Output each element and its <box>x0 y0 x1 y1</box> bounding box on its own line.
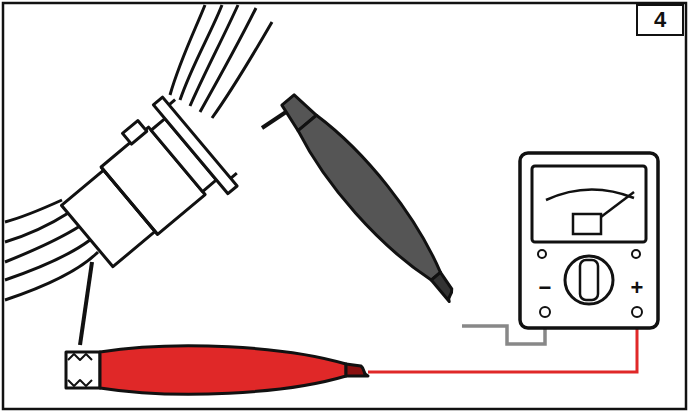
multimeter <box>520 153 658 328</box>
red-clip <box>66 346 368 394</box>
callout-number: 4 <box>654 9 666 31</box>
frame <box>3 3 686 409</box>
callout-box: 4 <box>636 4 684 36</box>
black-clip <box>272 86 470 311</box>
connector-plug <box>50 92 243 280</box>
terminal-sign: − <box>539 277 552 299</box>
test-pin <box>80 262 92 345</box>
connector-wires-top <box>170 5 272 118</box>
terminal-sign: + <box>631 277 644 299</box>
